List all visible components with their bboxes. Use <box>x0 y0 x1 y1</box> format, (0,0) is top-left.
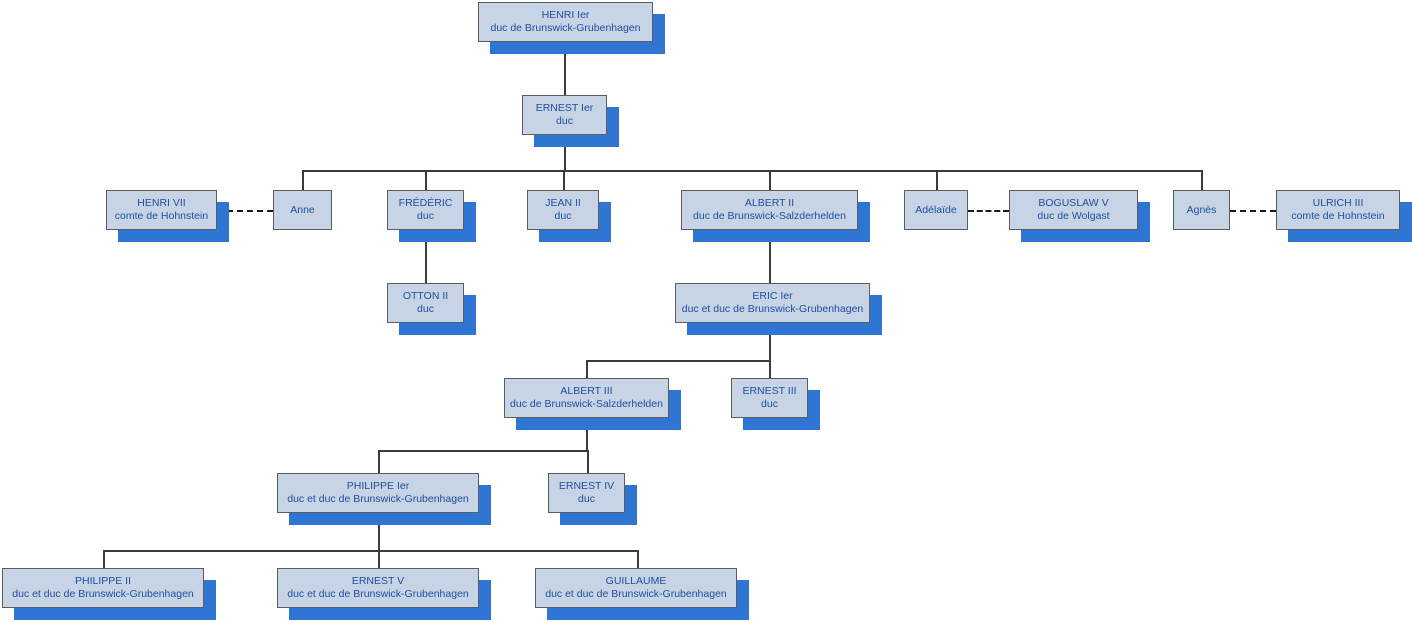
connector-drop-philippe1 <box>378 450 380 473</box>
node-name: GUILLAUME <box>605 575 667 587</box>
connector-drop-albert3 <box>586 360 588 378</box>
node-name: Agnès <box>1186 203 1217 216</box>
node-title: duc <box>578 493 595 505</box>
node-title: duc et duc de Brunswick-Grubenhagen <box>287 493 469 505</box>
connector-drop-agnes <box>1201 170 1203 190</box>
node-name: Anne <box>290 203 315 216</box>
node-adelaide[interactable]: Adélaïde <box>904 190 968 230</box>
node-title: duc de Brunswick-Grubenhagen <box>490 22 641 34</box>
connector-philippe1-down-v <box>378 513 380 550</box>
node-name: Adélaïde <box>915 203 957 216</box>
node-title: duc et duc de Brunswick-Grubenhagen <box>681 303 864 315</box>
connector-drop-ernest4 <box>587 450 589 473</box>
node-title: comte de Hohnstein <box>1291 210 1385 222</box>
node-title: duc de Brunswick-Salzderhelden <box>693 210 846 222</box>
marriage-link-agnes-ulrich <box>1230 210 1276 212</box>
node-title: duc <box>761 398 778 410</box>
connector-gen7-bus-h <box>103 550 638 552</box>
connector-drop-guillaume <box>637 550 639 568</box>
connector-gen6-bus-h <box>378 450 588 452</box>
connector-drop-albert2 <box>769 170 771 190</box>
node-title: duc <box>556 115 573 127</box>
node-name: ERNEST Ier <box>535 102 594 114</box>
node-title: duc <box>417 210 434 222</box>
node-name: HENRI Ier <box>541 9 590 21</box>
node-name: HENRI VII <box>137 197 186 209</box>
node-title: duc de Brunswick-Salzderhelden <box>510 398 663 410</box>
connector-drop-anne <box>302 170 304 190</box>
node-name: ERIC Ier <box>752 290 793 302</box>
connector-drop-ernest5 <box>378 550 380 568</box>
connector-ernest1-down-v <box>564 135 566 171</box>
node-name: FRÉDÉRIC <box>398 197 453 209</box>
node-title: duc <box>554 210 572 222</box>
node-name: ERNEST V <box>351 575 405 587</box>
node-title: duc et duc de Brunswick-Grubenhagen <box>12 588 194 600</box>
connector-drop-philippe2 <box>103 550 105 568</box>
node-name: PHILIPPE Ier <box>346 480 410 492</box>
node-name: OTTON II <box>402 290 449 302</box>
node-title: duc <box>417 303 434 315</box>
marriage-link-adelaide-boguslaw <box>968 210 1009 212</box>
connector-frederic-to-otton2 <box>425 230 427 283</box>
connector-eric1-down-v <box>769 323 771 360</box>
connector-albert3-down-v <box>586 418 588 450</box>
node-name: ALBERT III <box>560 385 613 397</box>
node-name: ERNEST IV <box>558 480 615 492</box>
connector-albert2-to-eric1 <box>769 230 771 283</box>
marriage-link-henri7-anne <box>217 210 273 212</box>
connector-drop-frederic <box>425 170 427 190</box>
connector-henri1-to-ernest1-v1 <box>564 42 566 95</box>
node-anne[interactable]: Anne <box>273 190 332 230</box>
node-name: BOGUSLAW V <box>1038 197 1109 209</box>
node-name: JEAN II <box>545 197 581 209</box>
node-name: ERNEST III <box>742 385 797 397</box>
node-name: ALBERT II <box>744 197 795 209</box>
connector-drop-adelaide <box>936 170 938 190</box>
connector-drop-ernest3 <box>769 360 771 378</box>
node-title: duc et duc de Brunswick-Grubenhagen <box>287 588 469 600</box>
connector-gen5-bus-h <box>586 360 771 362</box>
connector-gen3-bus-h <box>302 170 1202 172</box>
node-title: comte de Hohnstein <box>114 210 209 222</box>
node-agnes[interactable]: Agnès <box>1173 190 1230 230</box>
connector-drop-jean2 <box>563 170 565 190</box>
node-title: duc et duc de Brunswick-Grubenhagen <box>545 588 727 600</box>
node-name: ULRICH III <box>1312 197 1364 209</box>
node-name: PHILIPPE II <box>74 575 132 587</box>
node-title: duc de Wolgast <box>1037 210 1110 222</box>
